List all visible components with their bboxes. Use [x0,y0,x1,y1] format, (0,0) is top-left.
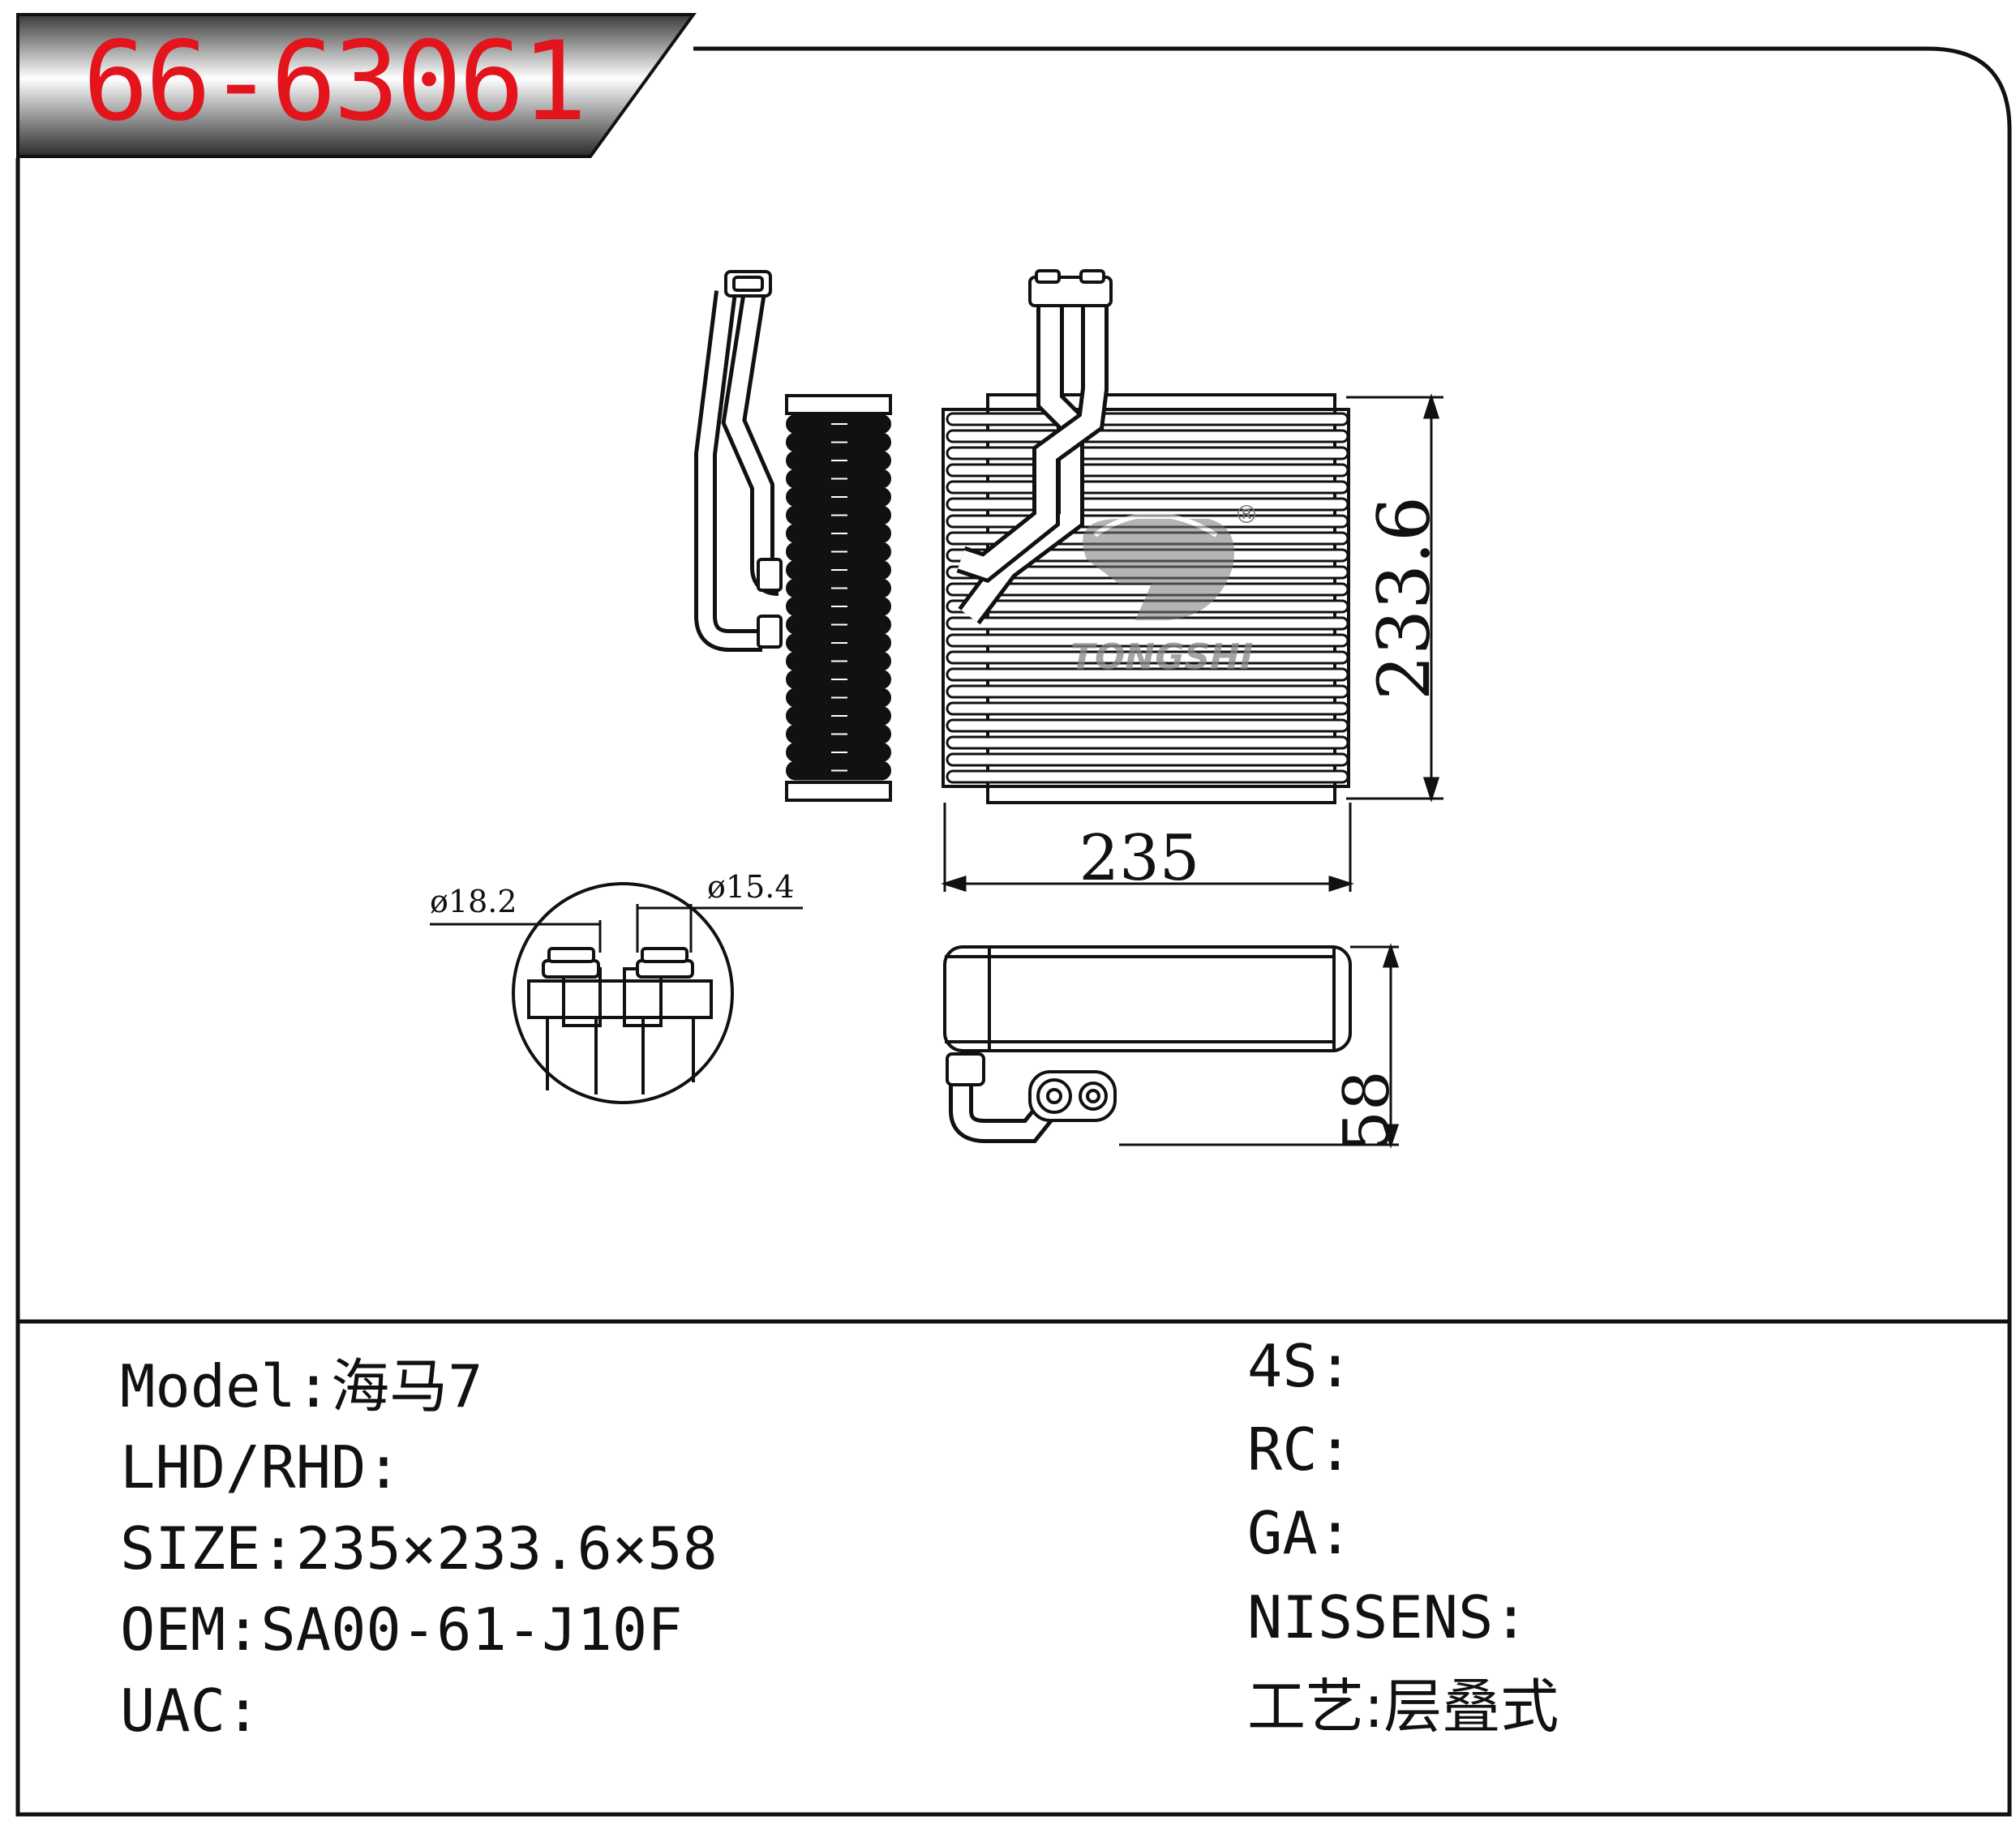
height-dimension [1346,393,1443,803]
spec-label: OEM: [120,1596,261,1664]
spec-value: 235×233.6×58 [295,1514,718,1583]
spec-label: LHD/RHD: [120,1433,401,1501]
spec-uac: UAC: [120,1674,260,1747]
spec-label: Model: [120,1352,332,1420]
spec-ga: GA: [1247,1497,1353,1570]
spec-value: 海马7 [331,1352,483,1420]
part-number: 66-63061 [83,18,587,145]
spec-lhd-rhd: LHD/RHD: [120,1431,401,1504]
spec-label: NISSENS: [1247,1583,1529,1651]
diameter-left-label: ø18.2 [430,884,517,919]
spec-rc: RC: [1247,1413,1353,1486]
core-tube [946,684,1349,699]
core-tube [946,701,1349,716]
spec-oem: OEM:SA00-61-J10F [120,1593,683,1666]
diameter-icon: ø [430,884,448,919]
core-tube [946,480,1349,495]
core-tube [946,412,1349,426]
width-label: 235 [1079,822,1200,895]
width-dimension [941,803,1354,893]
top-view [943,945,1352,1143]
spec-model: Model:海马7 [120,1350,483,1423]
spec-value: 层叠式 [1383,1673,1559,1741]
spec-4s: 4S: [1247,1330,1353,1403]
core-tube [946,429,1349,443]
registered-mark: ® [1234,501,1259,529]
side-view [694,270,892,802]
spec-label: 4S: [1247,1332,1353,1400]
core-tube [946,633,1349,648]
header-banner [16,13,697,158]
core-tube [946,650,1349,665]
spec-process: 工艺:层叠式 [1247,1670,1559,1743]
front-pipes [956,269,1113,625]
spec-label: GA: [1247,1499,1353,1567]
core-tube [946,752,1349,767]
core-tube [946,667,1349,682]
diameter-left-value: 18.2 [448,884,517,919]
spec-value: SA00-61-J10F [260,1596,683,1664]
side-core-fins [786,414,891,781]
watermark-brand: TONGSHI [1070,636,1253,678]
depth-label: 58 [1331,1070,1404,1150]
connector-detail [430,882,803,1104]
diameter-icon: ø [707,869,726,905]
spec-label: 工艺: [1247,1673,1384,1741]
core-tube [946,735,1349,750]
spec-label: UAC: [120,1677,261,1745]
diameter-right-value: 15.4 [725,869,795,905]
core-tube [946,446,1349,460]
core-tube [946,497,1349,512]
spec-label: RC: [1247,1416,1353,1484]
spec-nissens: NISSENS: [1247,1581,1529,1654]
outer-frame [15,46,2012,1817]
depth-dimension [1119,943,1400,1149]
spec-size: SIZE:235×233.6×58 [120,1512,718,1585]
tongshi-logo [1083,512,1234,620]
diameter-right-label: ø15.4 [707,869,795,905]
core-tube [946,463,1349,478]
core-tube [946,718,1349,733]
spec-label: SIZE: [120,1514,296,1583]
core-tube [946,769,1349,784]
height-label: 233.6 [1362,496,1446,700]
